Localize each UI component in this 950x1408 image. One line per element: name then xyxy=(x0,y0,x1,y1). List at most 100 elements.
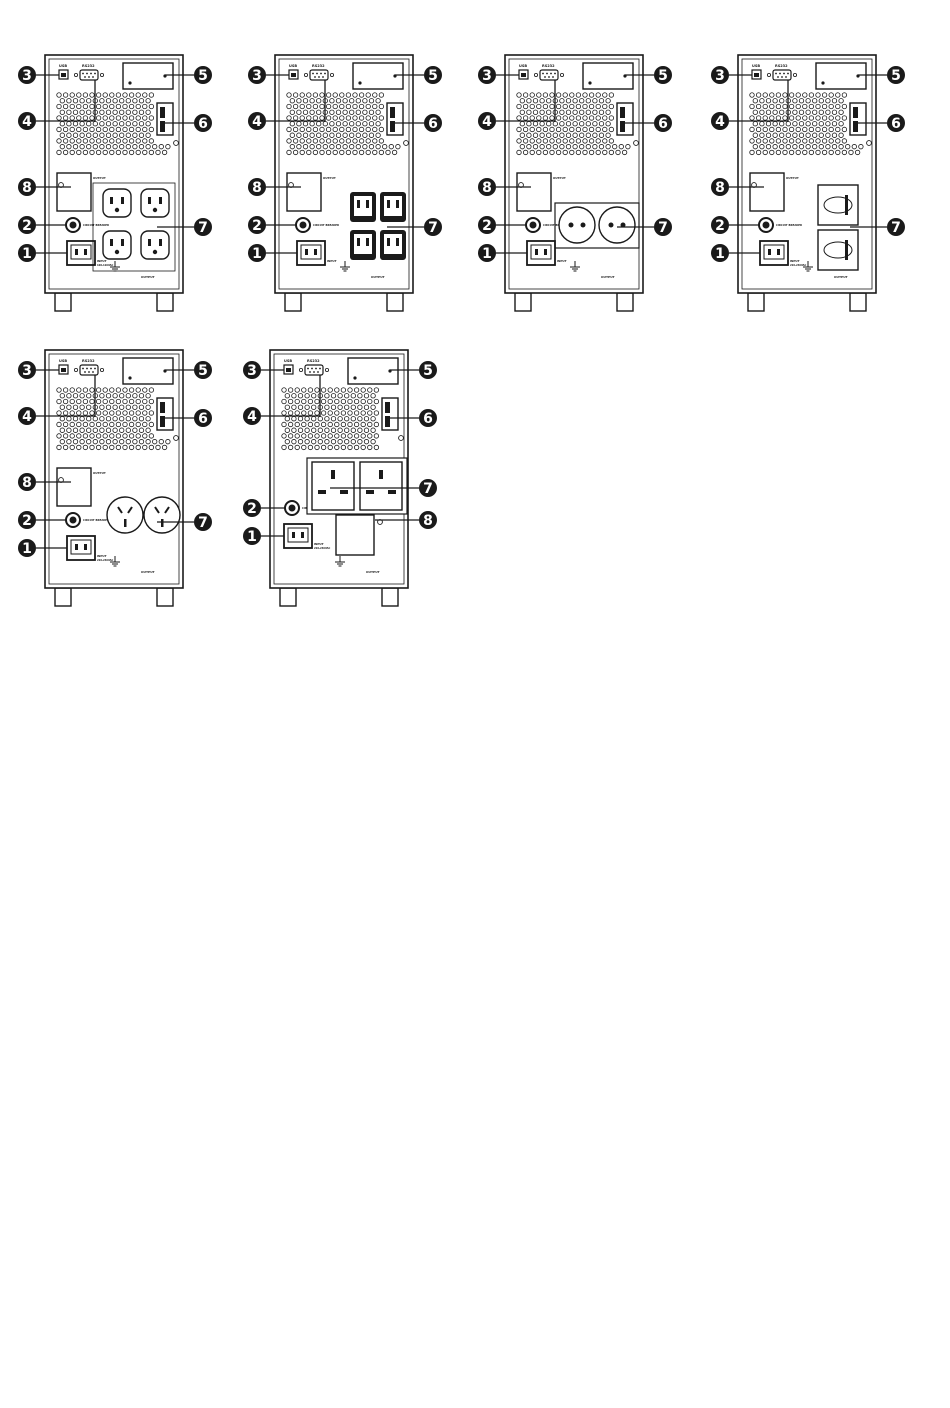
callout-badge: 8 xyxy=(18,473,36,491)
callout-badge: 6 xyxy=(419,409,437,427)
svg-text:6: 6 xyxy=(198,411,208,427)
leader-line xyxy=(261,375,321,417)
svg-text:8: 8 xyxy=(22,180,32,196)
input-rating-label: 220-240VAC xyxy=(314,547,331,550)
callout-badge: 6 xyxy=(194,409,212,427)
breaker-label: CIRCUIT BREAKER xyxy=(83,223,109,227)
callout-badge: 1 xyxy=(243,527,261,545)
svg-text:1: 1 xyxy=(482,246,492,262)
svg-text:6: 6 xyxy=(891,116,901,132)
svg-text:4: 4 xyxy=(715,114,725,130)
callout-badge: 1 xyxy=(478,244,496,262)
input-rating-label: 220-240VAC xyxy=(97,559,114,562)
svg-text:3: 3 xyxy=(252,68,262,84)
usb-label: USB xyxy=(59,64,67,68)
terminal-output-label: OUTPUT xyxy=(323,176,336,180)
callout-badge: 4 xyxy=(711,112,729,130)
output-terminal-cover xyxy=(56,467,92,507)
svg-text:2: 2 xyxy=(22,218,32,234)
callout-badge: 6 xyxy=(654,114,672,132)
leader-line xyxy=(266,80,326,122)
callout-badge: 4 xyxy=(243,407,261,425)
rs232-label: RS232 xyxy=(82,64,95,68)
rs232-label: RS232 xyxy=(307,359,320,363)
callout-badge: 8 xyxy=(248,178,266,196)
svg-text:5: 5 xyxy=(891,68,901,84)
svg-text:4: 4 xyxy=(482,114,492,130)
input-label: INPUT xyxy=(790,259,800,263)
breaker-label: CIRCUIT BREAKER xyxy=(83,518,109,522)
callout-badge: 4 xyxy=(18,112,36,130)
foot xyxy=(54,292,72,312)
callout-badge: 1 xyxy=(711,244,729,262)
rs232-label: RS232 xyxy=(775,64,788,68)
svg-text:1: 1 xyxy=(715,246,725,262)
foot xyxy=(616,292,634,312)
rs232-label: RS232 xyxy=(82,359,95,363)
callout-badge: 8 xyxy=(478,178,496,196)
foot xyxy=(156,292,174,312)
output-outlets xyxy=(350,192,406,260)
svg-text:8: 8 xyxy=(252,180,262,196)
australian-outlet xyxy=(143,496,181,534)
terminal-output-label: OUTPUT xyxy=(786,176,799,180)
foot xyxy=(156,587,174,607)
svg-text:7: 7 xyxy=(891,220,901,236)
svg-text:6: 6 xyxy=(428,116,438,132)
input-label: INPUT xyxy=(314,542,324,546)
schuko-outlet xyxy=(598,206,636,244)
svg-text:3: 3 xyxy=(247,363,257,379)
callout-badge: 4 xyxy=(18,407,36,425)
outlets-output-label: OUTPUT xyxy=(366,570,381,574)
svg-text:7: 7 xyxy=(423,481,433,497)
callout-badge: 3 xyxy=(248,66,266,84)
svg-text:3: 3 xyxy=(482,68,492,84)
callout-badge: 6 xyxy=(424,114,442,132)
output-terminal-cover xyxy=(749,172,785,212)
svg-text:5: 5 xyxy=(658,68,668,84)
output-outlets xyxy=(106,496,181,534)
rs232-label: RS232 xyxy=(312,64,325,68)
foot xyxy=(849,292,867,312)
svg-text:6: 6 xyxy=(198,116,208,132)
svg-text:8: 8 xyxy=(482,180,492,196)
rs232-port xyxy=(539,69,559,81)
foot xyxy=(747,292,765,312)
callout-badge: 6 xyxy=(194,114,212,132)
svg-text:4: 4 xyxy=(22,114,32,130)
output-outlets xyxy=(554,202,640,249)
callout-badge: 3 xyxy=(18,66,36,84)
rs232-port xyxy=(79,69,99,81)
output-outlets xyxy=(306,457,408,515)
svg-text:1: 1 xyxy=(22,541,32,557)
callout-badge: 4 xyxy=(248,112,266,130)
callout-badge: 2 xyxy=(243,499,261,517)
chassis-inner xyxy=(48,58,180,290)
svg-text:6: 6 xyxy=(423,411,433,427)
callout-badge: 5 xyxy=(419,361,437,379)
callout-badge: 7 xyxy=(194,513,212,531)
input-label: INPUT xyxy=(557,259,567,263)
svg-text:5: 5 xyxy=(423,363,433,379)
foot xyxy=(386,292,404,312)
usb-label: USB xyxy=(284,359,292,363)
svg-text:3: 3 xyxy=(22,68,32,84)
callout-badge: 7 xyxy=(654,218,672,236)
screw xyxy=(866,140,872,146)
callout-badge: 8 xyxy=(419,511,437,529)
svg-text:8: 8 xyxy=(423,513,433,529)
callout-badge: 3 xyxy=(711,66,729,84)
callout-badge: 5 xyxy=(194,66,212,84)
rs232-port xyxy=(79,364,99,376)
callout-badge: 2 xyxy=(478,216,496,234)
svg-text:4: 4 xyxy=(252,114,262,130)
svg-text:4: 4 xyxy=(247,409,257,425)
svg-text:2: 2 xyxy=(715,218,725,234)
terminal-output-label: OUTPUT xyxy=(93,176,106,180)
leader-line xyxy=(496,80,556,122)
svg-text:5: 5 xyxy=(428,68,438,84)
callout-badge: 2 xyxy=(18,216,36,234)
screw xyxy=(633,140,639,146)
